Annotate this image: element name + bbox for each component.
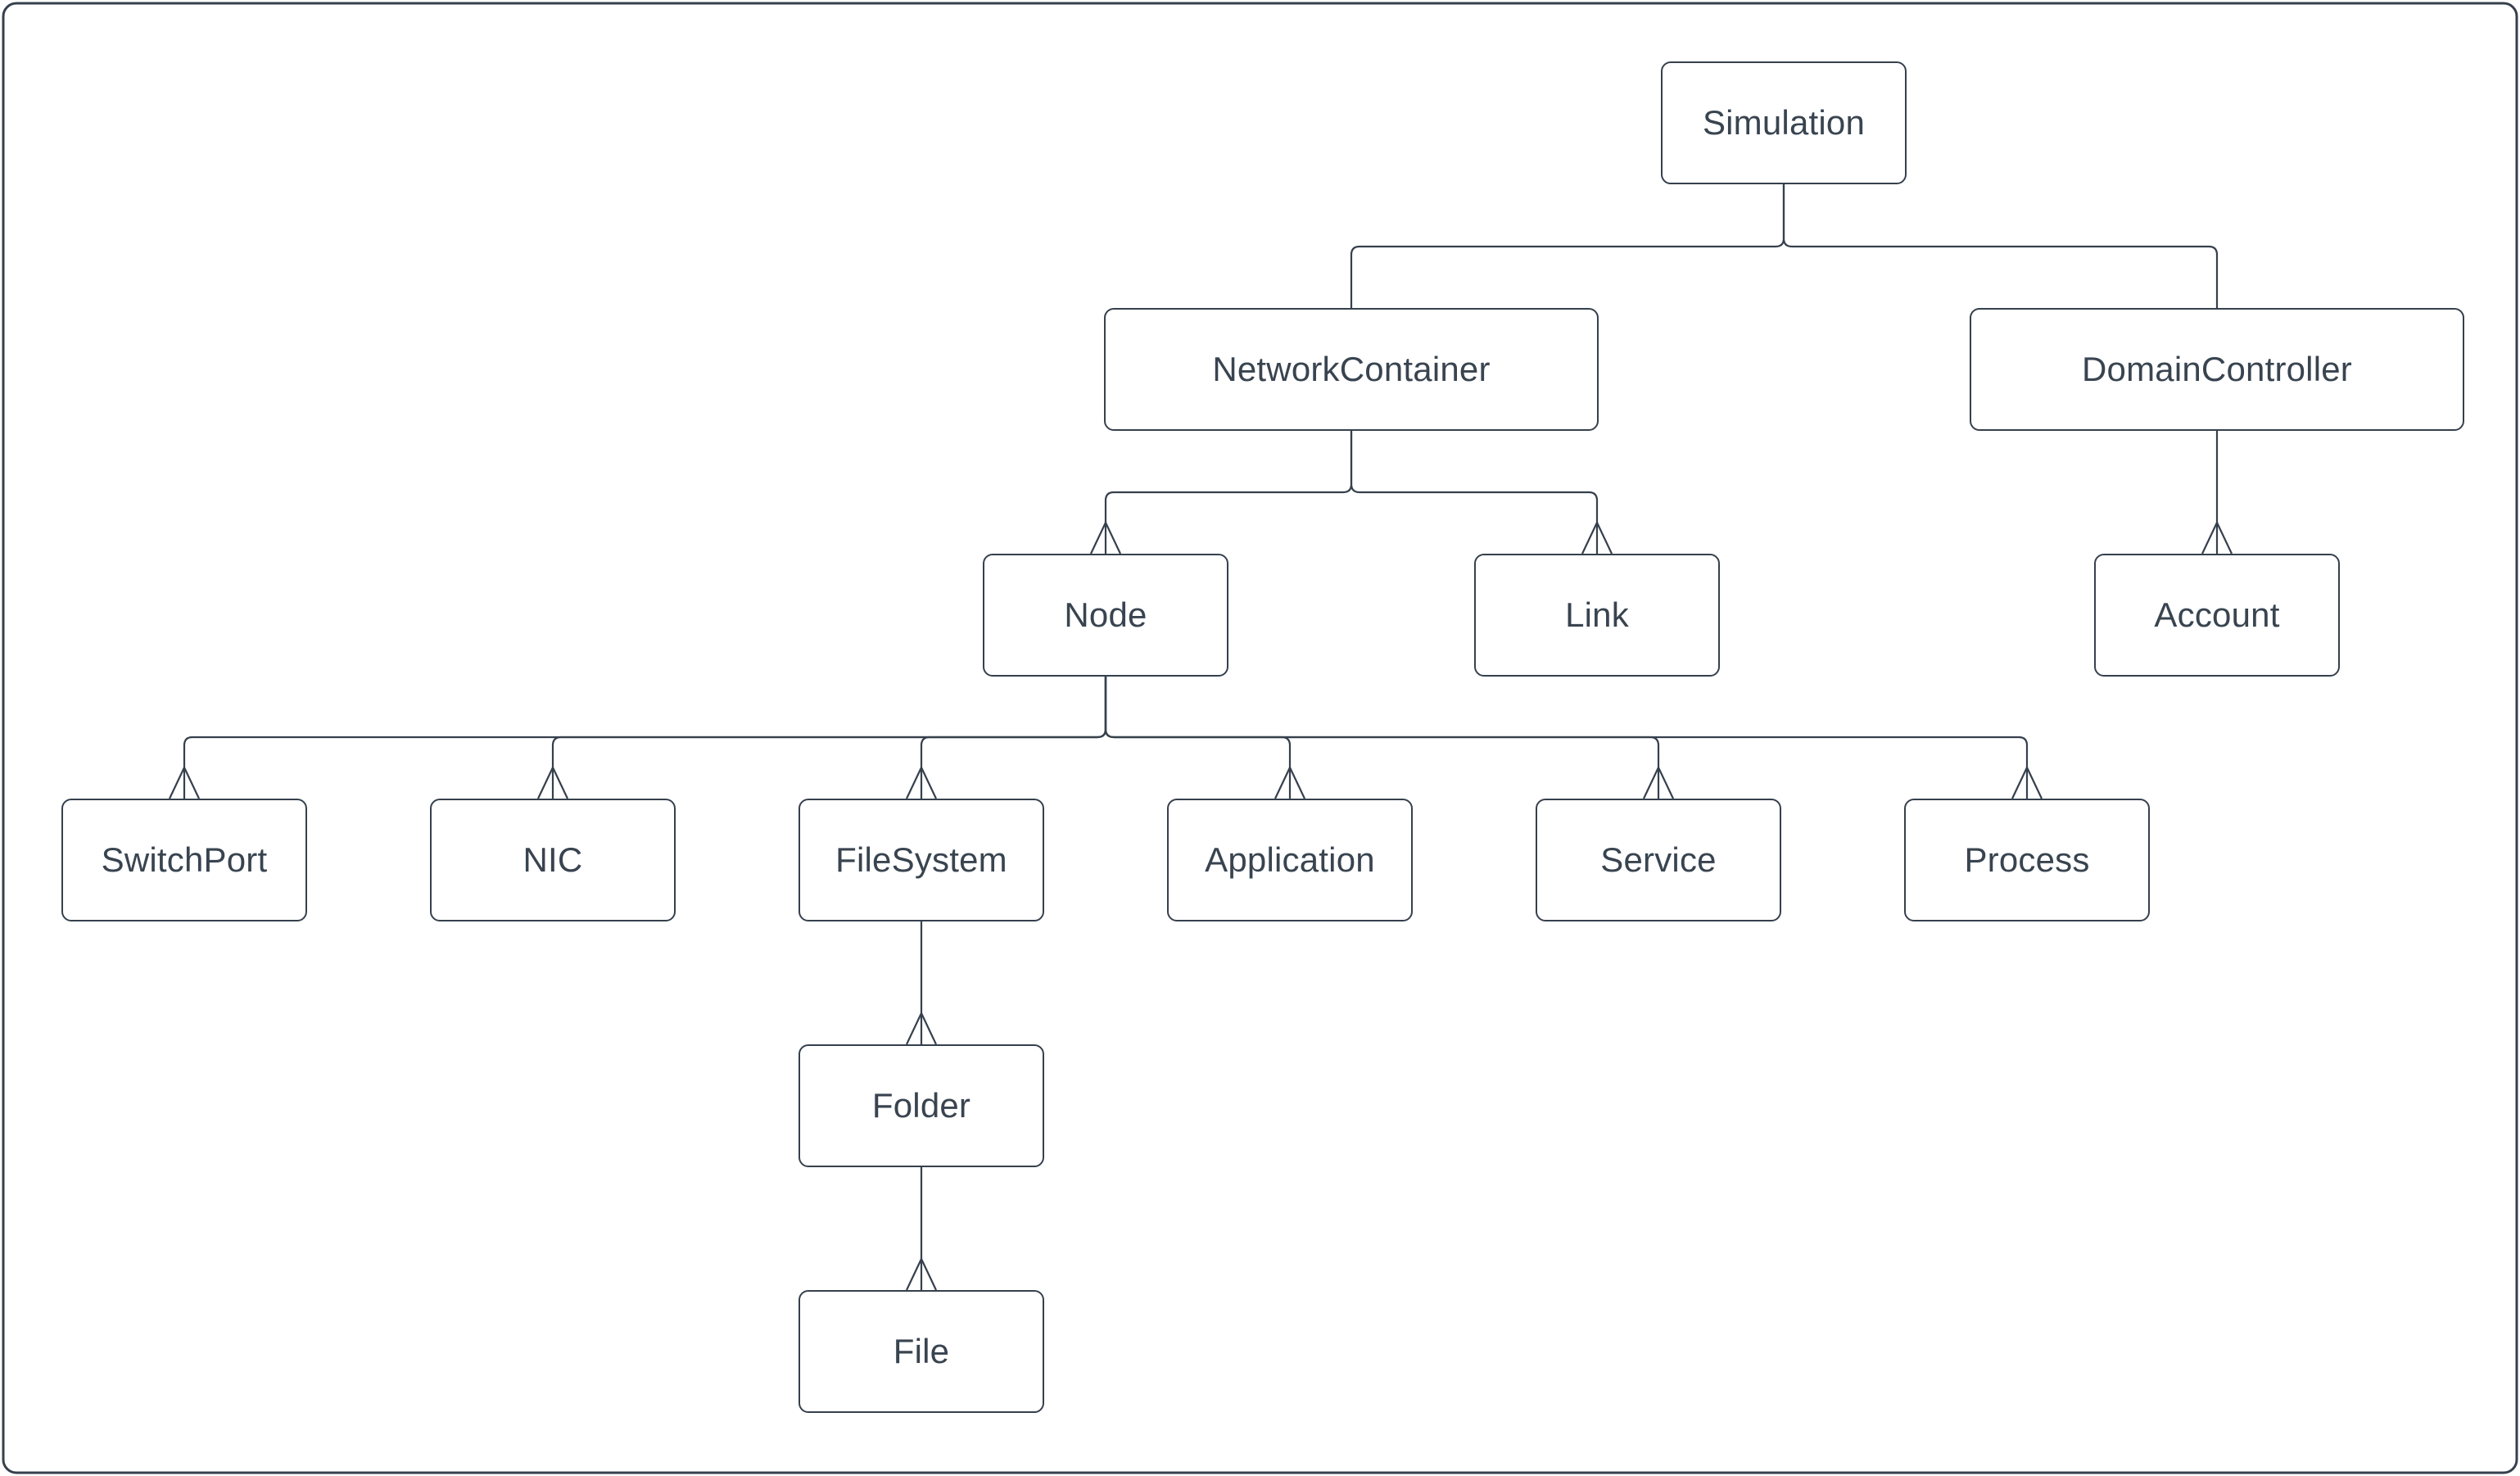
node-label-simulation: Simulation	[1702, 103, 1866, 142]
inheritance-arrowhead-link	[1581, 520, 1613, 555]
node-box-link[interactable]: Link	[1474, 554, 1720, 677]
inheritance-arrowhead-process	[2011, 765, 2043, 799]
node-label-application: Application	[1205, 840, 1375, 879]
edge-simulation-domain-controller	[1782, 184, 2219, 308]
node-label-node: Node	[1064, 595, 1147, 634]
node-box-account[interactable]: Account	[2094, 554, 2340, 677]
inheritance-arrowhead-node	[1090, 520, 1121, 555]
node-box-node[interactable]: Node	[983, 554, 1228, 677]
inheritance-arrowhead-file	[906, 1256, 937, 1291]
node-box-nic[interactable]: NIC	[430, 799, 676, 921]
node-box-simulation[interactable]: Simulation	[1661, 61, 1907, 184]
node-box-process[interactable]: Process	[1904, 799, 2150, 921]
node-label-service: Service	[1600, 840, 1717, 879]
node-box-switchport[interactable]: SwitchPort	[61, 799, 307, 921]
node-box-filesystem[interactable]: FileSystem	[799, 799, 1044, 921]
node-box-file[interactable]: File	[799, 1290, 1044, 1413]
node-label-account: Account	[2154, 595, 2280, 634]
node-box-domain-controller[interactable]: DomainController	[1970, 308, 2464, 431]
edge-node-process	[1104, 677, 2029, 799]
inheritance-arrowhead-account	[2201, 520, 2233, 555]
node-box-application[interactable]: Application	[1167, 799, 1413, 921]
node-label-link: Link	[1565, 595, 1629, 634]
node-label-network-container: NetworkContainer	[1212, 350, 1491, 388]
node-label-nic: NIC	[523, 840, 583, 879]
node-label-folder: Folder	[871, 1086, 971, 1125]
inheritance-arrowhead-switchport	[169, 765, 200, 799]
edge-network-container-link	[1350, 431, 1599, 554]
node-label-process: Process	[1964, 840, 2090, 879]
node-label-filesystem: FileSystem	[835, 840, 1007, 879]
inheritance-arrowhead-service	[1643, 765, 1674, 799]
node-label-switchport: SwitchPort	[101, 840, 268, 879]
inheritance-arrowhead-nic	[537, 765, 568, 799]
node-box-service[interactable]: Service	[1536, 799, 1781, 921]
inheritance-arrowhead-folder	[906, 1011, 937, 1045]
inheritance-arrowhead-filesystem	[906, 765, 937, 799]
node-box-folder[interactable]: Folder	[799, 1044, 1044, 1167]
node-label-file: File	[893, 1332, 950, 1370]
node-label-domain-controller: DomainController	[2082, 350, 2352, 388]
inheritance-arrowhead-application	[1274, 765, 1305, 799]
node-box-network-container[interactable]: NetworkContainer	[1104, 308, 1599, 431]
